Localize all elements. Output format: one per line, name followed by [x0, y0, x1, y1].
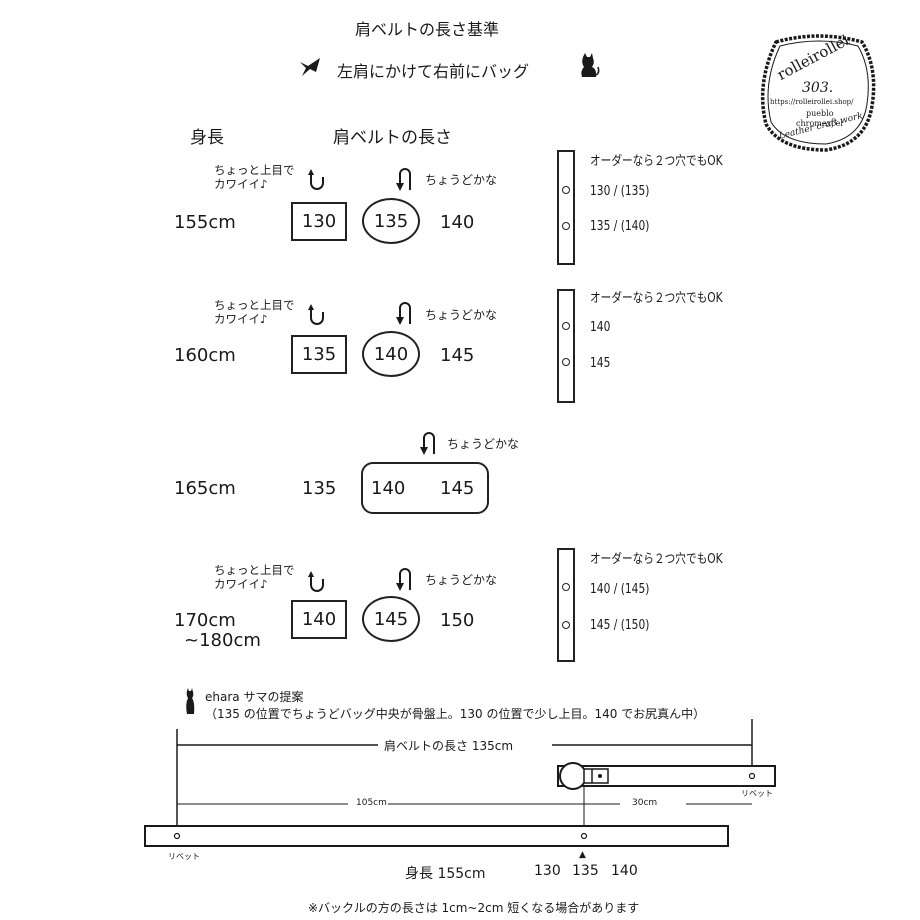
note-slightly-high: ちょっと上目でカワイイ♪	[214, 298, 295, 326]
value-oval-recommended: 145	[362, 596, 420, 642]
strap-illustration	[557, 289, 575, 403]
loop-arrow-icon	[308, 169, 324, 190]
value-oval-recommended: 140	[362, 331, 420, 377]
subtitle: 左肩にかけて右前にバッグ	[337, 62, 530, 81]
order-note: オーダーなら２つ穴でもOK	[590, 291, 723, 306]
proposal-title: ehara サマの提案	[205, 690, 304, 704]
note-just-right: ちょうどかな	[425, 173, 498, 187]
row-height: 165cm	[174, 478, 236, 499]
brand-logo-stamp: rolleirollei 303. https://rolleirollei.s…	[756, 28, 882, 154]
cat-icon	[581, 53, 600, 77]
hole-label: 135 / (140)	[590, 219, 650, 234]
note-slightly-high: ちょっと上目でカワイイ♪	[214, 163, 295, 191]
note-slightly-high: ちょっと上目でカワイイ♪	[214, 563, 295, 591]
note-just-right: ちょうどかな	[425, 573, 498, 587]
height-label: 身長 155cm	[405, 866, 486, 882]
down-hook-arrow-icon	[396, 168, 411, 191]
mark-135: 135	[572, 863, 599, 879]
loop-arrow-icon	[308, 571, 324, 592]
rivet-label: リベット	[168, 852, 200, 861]
logo-line2: chromexcel	[796, 119, 843, 128]
hole-label: 140 / (145)	[590, 582, 650, 597]
value-box-high: 140	[291, 600, 347, 639]
row-height: 160cm	[174, 345, 236, 366]
page-title: 肩ベルトの長さ基準	[355, 20, 500, 39]
value-range-recommended	[361, 462, 489, 514]
logo-url: https://rolleirollei.shop/	[770, 98, 854, 106]
footnote: ※バックルの方の長さは 1cm~2cm 短くなる場合があります	[308, 901, 640, 915]
position-arrow-icon: ▲	[579, 850, 586, 860]
belt-length-header: 肩ベルトの長さ	[333, 128, 452, 148]
down-hook-arrow-icon	[420, 432, 435, 455]
strap-illustration	[557, 150, 575, 265]
row-height: 155cm	[174, 212, 236, 233]
loop-arrow-icon	[308, 304, 324, 325]
row-height: 170cm	[174, 610, 236, 631]
cat-icon	[186, 688, 195, 714]
hole-label: 130 / (135)	[590, 184, 650, 199]
note-just-right: ちょうどかな	[425, 308, 498, 322]
row-height-range: ~180cm	[184, 630, 261, 651]
hole-label: 140	[590, 320, 611, 335]
value-box-high: 130	[291, 202, 347, 241]
order-note: オーダーなら２つ穴でもOK	[590, 154, 723, 169]
segment-right-label: 30cm	[632, 798, 658, 808]
value-high: 135	[302, 478, 337, 499]
value-box-high: 135	[291, 335, 347, 374]
mark-140: 140	[611, 863, 638, 879]
rivet-label: リベット	[741, 789, 773, 798]
belt-length-label: 肩ベルトの長さ 135cm	[384, 739, 514, 753]
note-just-right: ちょうどかな	[447, 437, 520, 451]
value-recommended: 140	[371, 478, 406, 499]
down-hook-arrow-icon	[396, 302, 411, 325]
value-recommended: 145	[440, 478, 475, 499]
value-low: 150	[440, 610, 475, 631]
proposal-text: （135 の位置でちょうどバッグ中央が骨盤上。130 の位置で少し上目。140 …	[205, 707, 706, 721]
value-low: 145	[440, 345, 475, 366]
mark-130: 130	[534, 863, 561, 879]
logo-line1: pueblo	[806, 109, 834, 118]
value-oval-recommended: 135	[362, 198, 420, 244]
down-hook-arrow-icon	[396, 568, 411, 591]
swallow-icon	[300, 58, 320, 76]
order-note: オーダーなら２つ穴でもOK	[590, 552, 723, 567]
hole-label: 145	[590, 356, 611, 371]
hole-label: 145 / (150)	[590, 618, 650, 633]
value-low: 140	[440, 212, 475, 233]
strap-illustration	[557, 548, 575, 662]
height-header: 身長	[190, 128, 224, 148]
segment-left-label: 105cm	[356, 798, 387, 808]
logo-number: 303.	[802, 80, 834, 96]
